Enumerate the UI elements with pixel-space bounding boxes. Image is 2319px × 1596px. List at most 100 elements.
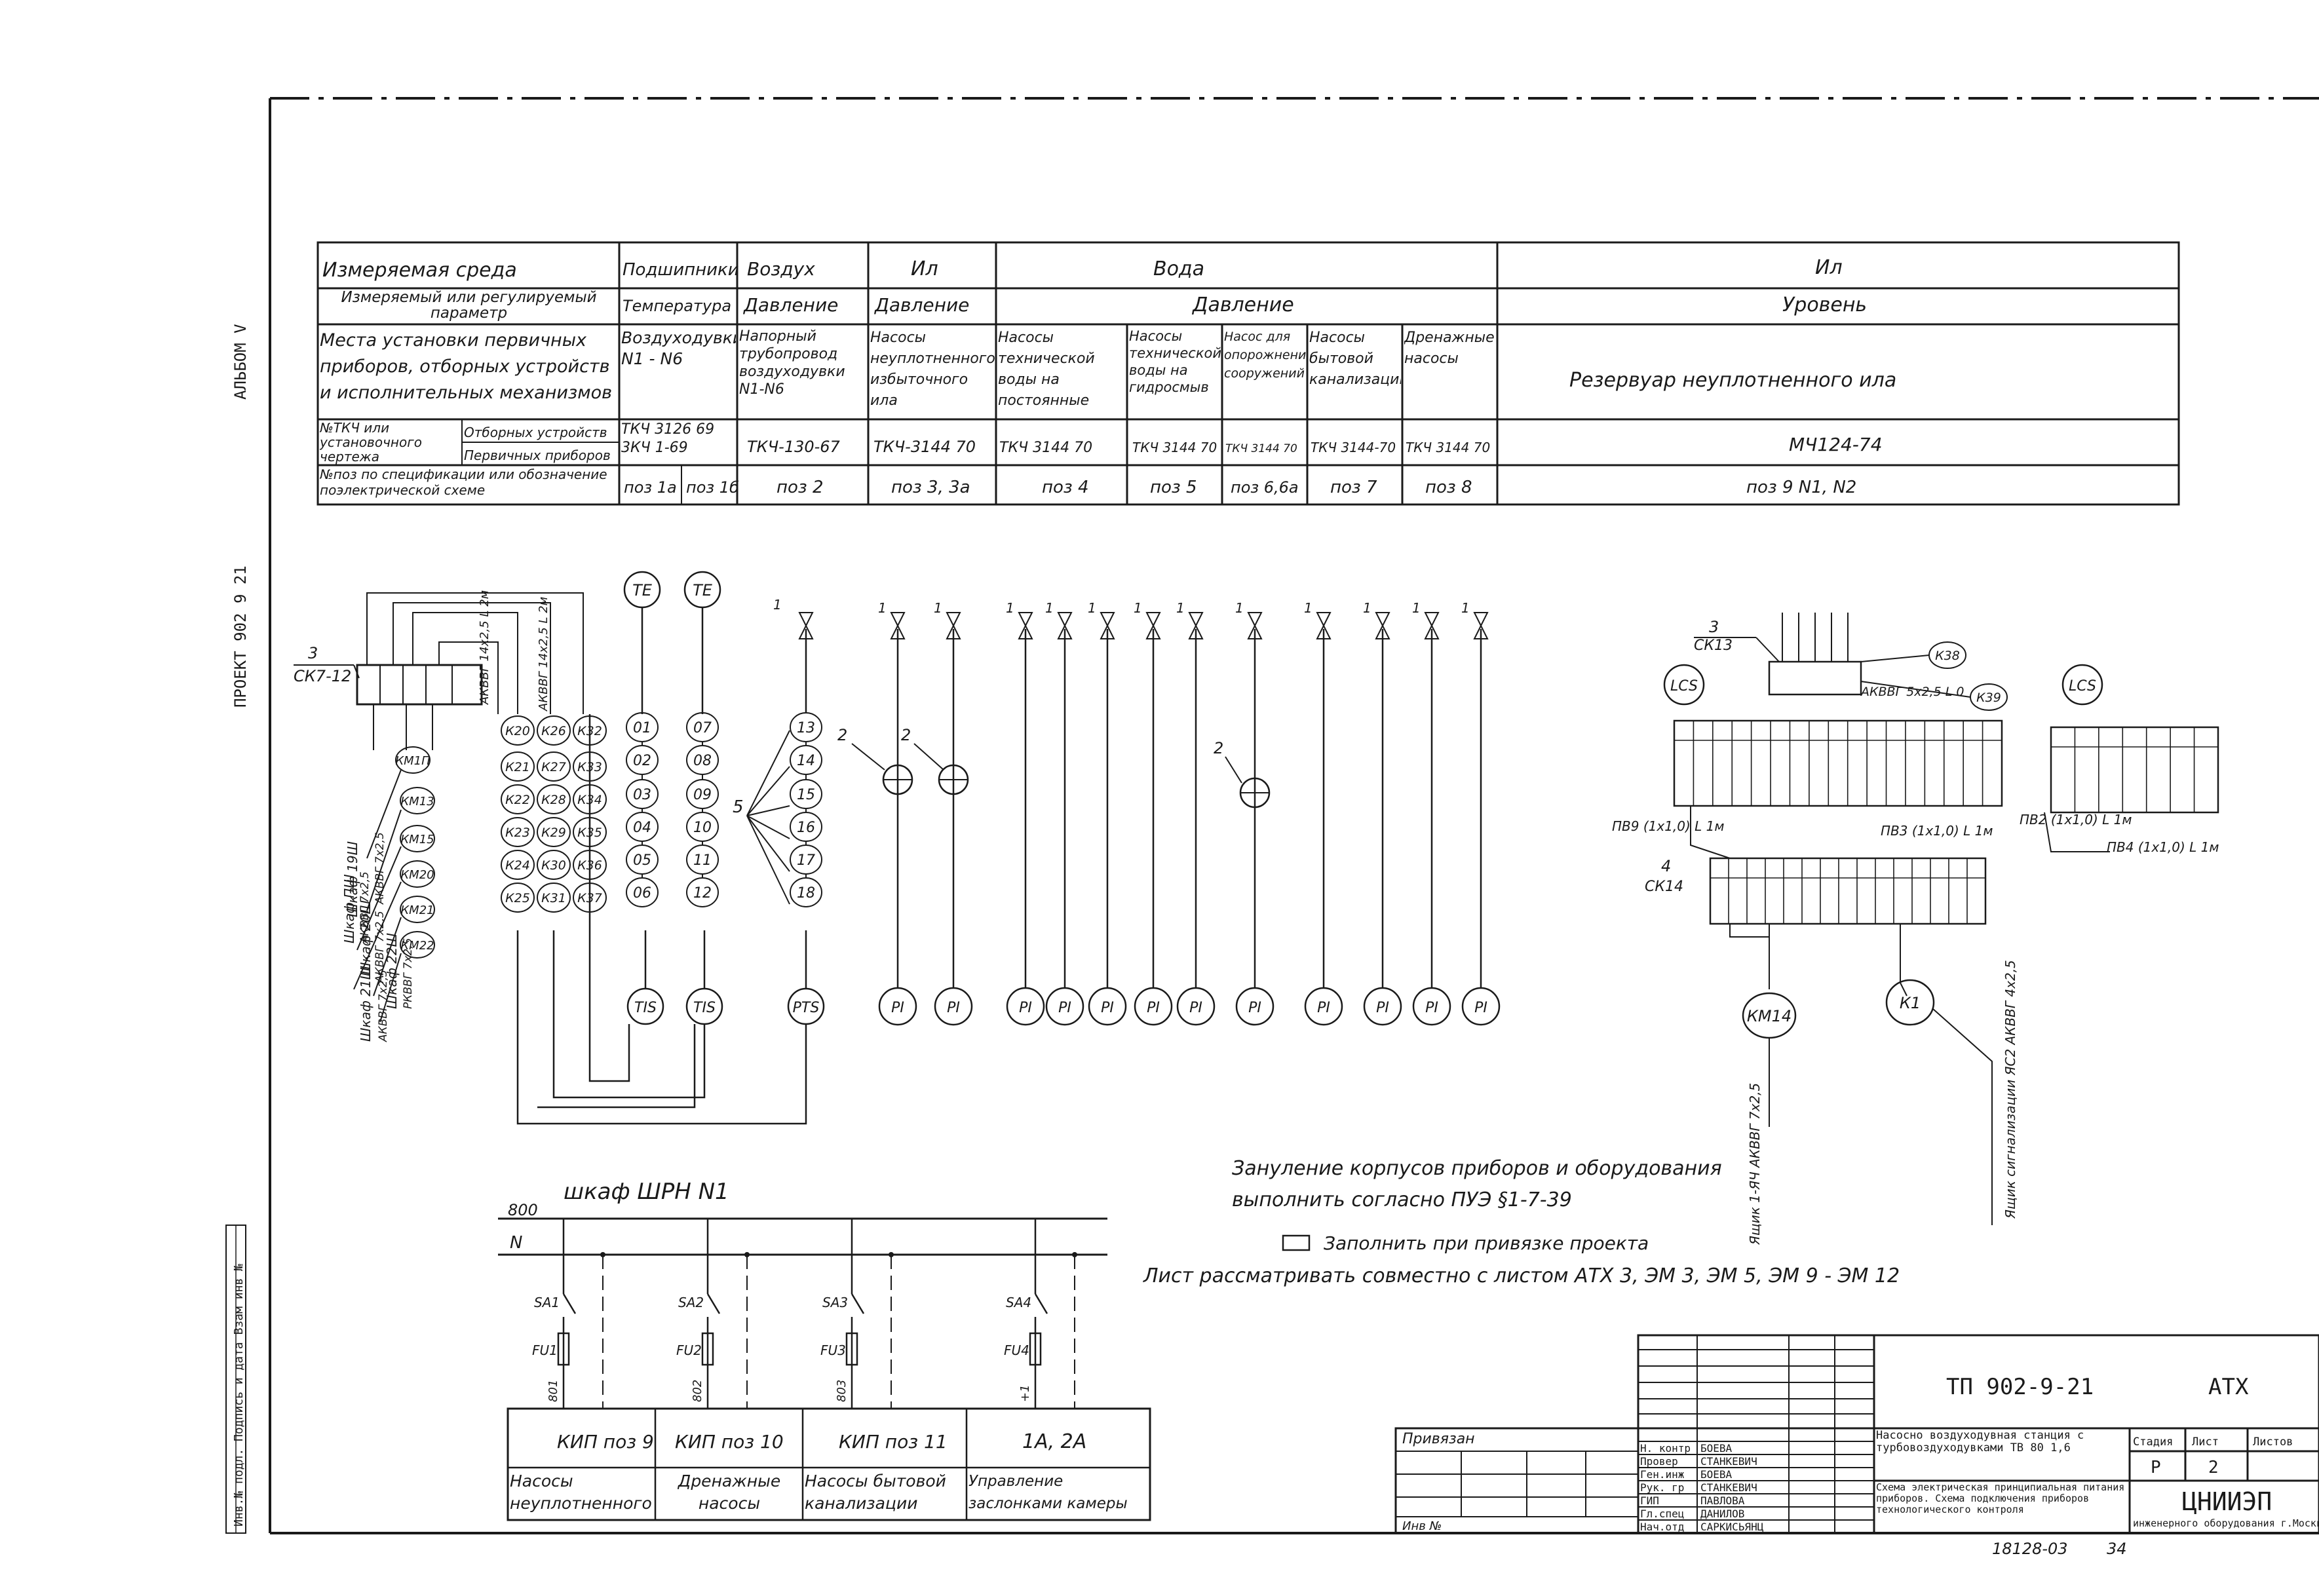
valve-icon — [1316, 612, 1332, 639]
sheets-header: Листов — [2253, 1435, 2293, 1449]
pi-label: PI — [1248, 1000, 1261, 1016]
medium-sludge-2: Ил — [1815, 256, 1843, 279]
valve-icon — [1145, 612, 1161, 639]
k-bubble: К31 — [537, 883, 571, 913]
role-label: Провер — [1640, 1455, 1678, 1468]
role-label: Ген.инж — [1640, 1468, 1685, 1481]
terminal-block-left — [356, 664, 483, 706]
valve-num: 1 — [1006, 600, 1014, 616]
svg-text:КМ22: КМ22 — [400, 939, 434, 953]
table-text: Измеряемая среда Измеряемый или регулиру… — [320, 256, 1896, 498]
valve-num: 1 — [1045, 600, 1054, 616]
valve-icon — [1247, 612, 1263, 639]
diaphragm-seal-icon — [882, 764, 913, 795]
num-2-b: 2 — [901, 726, 911, 744]
k-label: К26 — [541, 724, 566, 738]
org-name: ЦНИИЭП — [2182, 1487, 2272, 1516]
row-label-drawing: №ТКЧ или установочного чертежа — [320, 421, 422, 465]
pos-9: поз 9 N1, N2 — [1746, 478, 1856, 497]
role-label: ГИП — [1640, 1494, 1659, 1507]
footer-page: 34 — [2107, 1540, 2127, 1558]
num-label: 07 — [693, 720, 712, 736]
num-label: 17 — [797, 852, 815, 869]
k-bubble: К20 — [501, 715, 535, 746]
valve-num: 1 — [1304, 600, 1313, 616]
k39-bubble: К39 — [1970, 683, 2008, 711]
desc-4: Управление заслонками камеры фильтров — [968, 1473, 1128, 1519]
pos-4: поз 4 — [1042, 478, 1089, 497]
row-sub-1: Отборных устройств — [464, 425, 607, 440]
cable-note-6: АКВВГ 7x2,5 — [374, 911, 387, 983]
pos-7: поз 7 — [1330, 478, 1377, 497]
valve-num: 1 — [1363, 600, 1371, 616]
wire-label: 803 — [835, 1380, 849, 1402]
role-label: Н. контр — [1640, 1442, 1691, 1454]
wire-label: 801 — [546, 1380, 560, 1402]
pv2-label: ПВ2 (1x1,0) L 1м — [2020, 812, 2132, 827]
num-label: 11 — [693, 852, 712, 869]
svg-text:К38: К38 — [1935, 649, 1960, 663]
valve-num: 1 — [1134, 600, 1142, 616]
cable-note-4: АКВВГ 7x2,5 — [374, 832, 387, 905]
terminal-block-top-right — [1768, 660, 1862, 696]
num-label: 05 — [633, 852, 651, 869]
note-fill: Заполнить при привязке проекта — [1324, 1232, 1649, 1254]
pi-instrument: PI — [1045, 987, 1084, 1026]
wire-label: +1 — [1018, 1384, 1032, 1402]
diaphragm-seal-icon — [1239, 777, 1271, 808]
fuse-label: FU4 — [1004, 1342, 1029, 1358]
num-label: 04 — [633, 820, 651, 836]
k-bubble: К26 — [537, 715, 571, 746]
svg-text:PTS: PTS — [793, 1000, 820, 1016]
instrument-table — [316, 241, 2180, 506]
num-2-c: 2 — [1214, 739, 1223, 757]
num-bubble: 07 — [686, 712, 719, 742]
row-label-medium: Измеряемая среда — [322, 259, 517, 282]
k-columns: К20К21К22К23К24К25К26К27К28К29К30К31К32К… — [501, 715, 607, 913]
k-label: К29 — [541, 826, 566, 840]
valve-num: 1 — [878, 600, 887, 616]
valve-num: 1 — [1412, 600, 1421, 616]
right-wiring: LCS LCS К38 К39 3 СК13 АКВВГ 5x2,5 L 0 П… — [1612, 613, 2219, 1245]
num-label: 06 — [633, 885, 651, 902]
k-label: К21 — [505, 760, 530, 774]
project-label: ПРОЕКТ 902 9 21 — [231, 565, 250, 708]
medium-sludge: Ил — [911, 257, 938, 280]
note-see-also: Лист рассматривать совместно с листом АТ… — [1143, 1264, 1900, 1287]
drawing-4: ТКЧ 3144 70 — [999, 440, 1092, 456]
fuse-icon — [701, 1332, 714, 1366]
left-terminal-group: 3 СК7-12 АКВВГ 14x2,5 L 2м АКВВГ 14x2,5 … — [294, 590, 584, 1042]
valve-num: 1 — [1088, 600, 1096, 616]
pi-label: PI — [1147, 1000, 1160, 1016]
fuse-label: FU2 — [676, 1342, 702, 1358]
pi-instrument: PI — [1176, 987, 1216, 1026]
num-label: 12 — [693, 885, 712, 902]
cable-note-9: Шкаф 22Ш — [384, 933, 400, 1009]
drawing-5: ТКЧ 3144 70 — [1132, 440, 1217, 455]
km-bubble-5: КМ21 — [400, 896, 435, 923]
param-level: Уровень — [1782, 294, 1867, 316]
cable-main: АКВВГ 5x2,5 L 0 — [1860, 685, 1964, 699]
lcs-2: LCS — [2061, 664, 2103, 706]
stage-value: Р — [2151, 1458, 2161, 1477]
valve-icon — [1375, 612, 1390, 639]
num-bubble: 11 — [686, 845, 719, 875]
num-5: 5 — [733, 797, 744, 817]
role-label: Нач.отд — [1640, 1521, 1684, 1533]
k-label: К30 — [541, 858, 566, 873]
svg-text:TE: TE — [693, 581, 713, 599]
num-label: 13 — [797, 720, 815, 736]
pi-instrument: PI — [1461, 987, 1501, 1026]
pi-label: PI — [1376, 1000, 1389, 1016]
km-bubble-6: КМ22 — [400, 931, 435, 959]
num-bubble: 18 — [790, 877, 822, 907]
valve-num: 1 — [1176, 600, 1185, 616]
role-label: Гл.спец — [1640, 1508, 1684, 1520]
inv-num: Инв № — [1402, 1519, 1442, 1533]
name-label: ПАВЛОВА — [1700, 1494, 1745, 1507]
num-bubble: 06 — [626, 877, 659, 907]
pi-label: PI — [947, 1000, 960, 1016]
